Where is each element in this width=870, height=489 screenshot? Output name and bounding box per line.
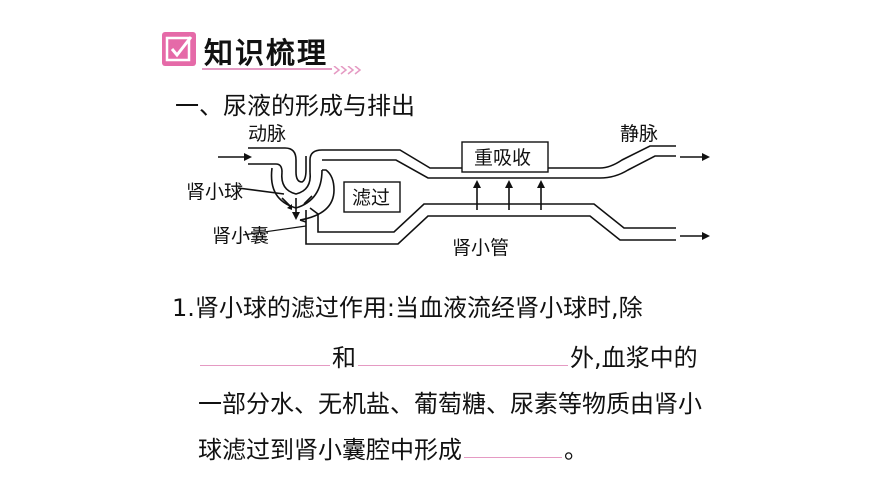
- blank-3[interactable]: [464, 456, 562, 458]
- filtration-label: 滤过: [352, 187, 390, 209]
- glomerulus-inner: [295, 169, 307, 183]
- question-line-4-text: 球滤过到肾小囊腔中形成: [198, 436, 462, 464]
- efferent-inner: [322, 159, 600, 179]
- capsule-label: 肾小囊: [212, 225, 269, 247]
- question-line-1: 1.肾小球的滤过作用:当血液流经肾小球时,除: [172, 294, 643, 322]
- glomerulus-label: 肾小球: [186, 181, 243, 203]
- header-title: 知识梳理: [204, 36, 329, 70]
- question-line-4: 球滤过到肾小囊腔中形成 。: [198, 430, 588, 465]
- section-title: 一、尿液的形成与排出: [175, 92, 415, 120]
- reabsorption-label: 重吸收: [474, 147, 531, 169]
- tubule-bottom: [305, 210, 676, 245]
- reabsorption-box: [461, 141, 549, 173]
- afferent-arteriole: [248, 147, 297, 172]
- blank-1[interactable]: [200, 364, 330, 366]
- afferent-arteriole-inner: [248, 163, 283, 173]
- question-line-2: 和 外,血浆中的: [198, 338, 698, 373]
- header-underline: [202, 66, 362, 75]
- tubule-top: [317, 203, 676, 233]
- and-text: 和: [332, 344, 356, 372]
- tubule-label: 肾小管: [452, 237, 509, 259]
- glomerulus-outer: [280, 171, 312, 195]
- question-line-2-tail: 外,血浆中的: [570, 344, 698, 372]
- blank-2[interactable]: [358, 364, 568, 366]
- efferent-top: [309, 145, 676, 172]
- question-line-4-end: 。: [564, 436, 588, 464]
- question-line-3: 一部分水、无机盐、葡萄糖、尿素等物质由肾小: [198, 390, 702, 418]
- filtration-box: [343, 181, 401, 213]
- vein-inner: [599, 155, 676, 179]
- checkbox-icon: [162, 32, 196, 66]
- artery-label: 动脉: [248, 123, 286, 145]
- vein-label: 静脉: [620, 123, 658, 145]
